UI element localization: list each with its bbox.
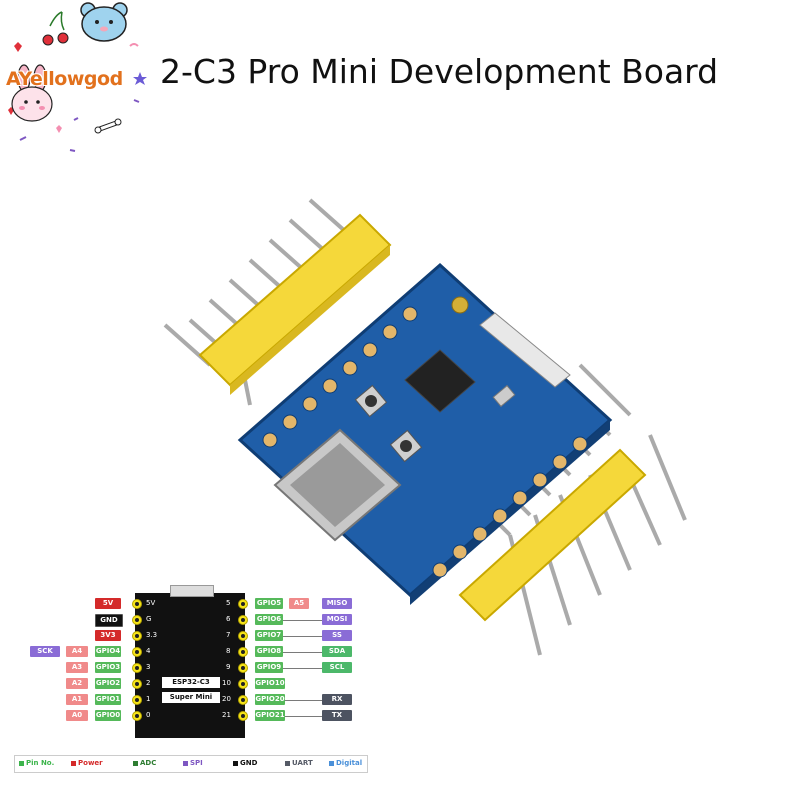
left-pin-number: G: [146, 615, 152, 623]
right-pin-dot: [238, 663, 248, 673]
right-pin-dot: [238, 631, 248, 641]
right-pin-extra2: TX: [322, 710, 352, 721]
right-pin-extra2: MISO: [322, 598, 352, 609]
left-pin-number: 1: [146, 695, 151, 703]
chip-label: ESP32-C3: [162, 677, 220, 688]
left-pin-dot: [132, 599, 142, 609]
left-pin-number: 3.3: [146, 631, 158, 639]
sticker-art: [8, 2, 147, 152]
right-pin-extra: A5: [289, 598, 309, 609]
right-pin-dot: [238, 695, 248, 705]
right-header-block: [458, 448, 647, 622]
board-illustration: [163, 198, 687, 656]
left-pin-func: GPIO1: [95, 694, 121, 705]
legend-item-power: Power: [71, 758, 103, 769]
left-pin-func: GPIO4: [95, 646, 121, 657]
right-pin-number: 20: [222, 695, 231, 703]
right-pin-func: GPIO6: [255, 614, 283, 625]
left-pin-dot: [132, 631, 142, 641]
bone-icon: [94, 118, 122, 134]
connector-line: [283, 668, 322, 669]
legend-item-uart: UART: [285, 758, 313, 769]
left-pin-number: 5V: [146, 599, 156, 607]
connector-line: [285, 716, 322, 717]
left-pin-dot: [132, 679, 142, 689]
right-pin-func: GPIO10: [255, 678, 285, 689]
left-pin-func: GPIO2: [95, 678, 121, 689]
left-pin-func: 3V3: [95, 630, 121, 641]
right-pin-number: 21: [222, 711, 231, 719]
right-pin-extra2: SCL: [322, 662, 352, 673]
connector-line: [283, 636, 322, 637]
left-pin-number: 2: [146, 679, 151, 687]
watermark-stickers: AYellowgod: [0, 0, 160, 160]
connector-line: [285, 700, 322, 701]
right-pin-extra2: SDA: [322, 646, 352, 657]
left-pin-func: 5V: [95, 598, 121, 609]
right-pin-number: 7: [226, 631, 231, 639]
right-pin-number: 5: [226, 599, 231, 607]
left-pin-dot: [132, 711, 142, 721]
left-pin-dot: [132, 647, 142, 657]
left-header-block: [198, 213, 392, 395]
left-pin-extra: A0: [66, 710, 88, 721]
bear-icon: [80, 2, 128, 42]
right-pin-dot: [238, 679, 248, 689]
left-pin-extra: A3: [66, 662, 88, 673]
right-pin-dot: [238, 647, 248, 657]
right-pin-number: 10: [222, 679, 231, 687]
right-pin-func: GPIO7: [255, 630, 283, 641]
star-icon: [19, 43, 147, 152]
left-pin-extra: A4: [66, 646, 88, 657]
right-pin-extra2: MOSI: [322, 614, 352, 625]
left-pin-number: 3: [146, 663, 151, 671]
page-title: 2-C3 Pro Mini Development Board: [160, 52, 719, 91]
left-pin-dot: [132, 663, 142, 673]
board-label: Super Mini: [162, 692, 220, 703]
legend-item-spi: SPI: [183, 758, 203, 769]
right-pin-func: GPIO21: [255, 710, 285, 721]
left-pin-func: GPIO0: [95, 710, 121, 721]
pcb-board: [237, 262, 613, 605]
left-pin-number: 4: [146, 647, 151, 655]
usb-connector: [170, 585, 214, 597]
left-pin-extra: A1: [66, 694, 88, 705]
left-pin-func: GND: [95, 614, 123, 627]
right-pin-number: 6: [226, 615, 231, 623]
cherry-icon: [42, 11, 69, 46]
right-pin-number: 8: [226, 647, 231, 655]
legend-item-gnd: GND: [233, 758, 257, 769]
right-pin-func: GPIO5: [255, 598, 283, 609]
right-pin-func: GPIO9: [255, 662, 283, 673]
legend-item-adc: ADC: [133, 758, 156, 769]
watermark-text: AYellowgod: [6, 68, 123, 90]
left-pin-dot: [132, 695, 142, 705]
right-pin-extra2: SS: [322, 630, 352, 641]
left-pin-extra2: SCK: [30, 646, 60, 657]
connector-line: [283, 620, 322, 621]
right-pin-dot: [238, 711, 248, 721]
right-pin-number: 9: [226, 663, 231, 671]
pinout-board: [135, 593, 245, 738]
right-pin-func: GPIO8: [255, 646, 283, 657]
left-pin-extra: A2: [66, 678, 88, 689]
left-pin-number: 0: [146, 711, 151, 719]
legend-item-pin-no: Pin No.: [19, 758, 54, 769]
right-pin-dot: [238, 599, 248, 609]
right-pin-extra2: RX: [322, 694, 352, 705]
left-pin-dot: [132, 615, 142, 625]
left-pin-func: GPIO3: [95, 662, 121, 673]
product-photo: [150, 185, 710, 679]
pinout-legend: Pin No. Power ADC SPI GND UART Digital: [14, 755, 368, 773]
pinout-diagram: ESP32-C3 Super Mini 5V 5V GND G 3V3 3.3 …: [0, 585, 800, 785]
right-pin-dot: [238, 615, 248, 625]
right-pin-func: GPIO20: [255, 694, 285, 705]
bunny-icon: [11, 64, 53, 122]
connector-line: [283, 652, 322, 653]
legend-item-digital: Digital: [329, 758, 362, 769]
